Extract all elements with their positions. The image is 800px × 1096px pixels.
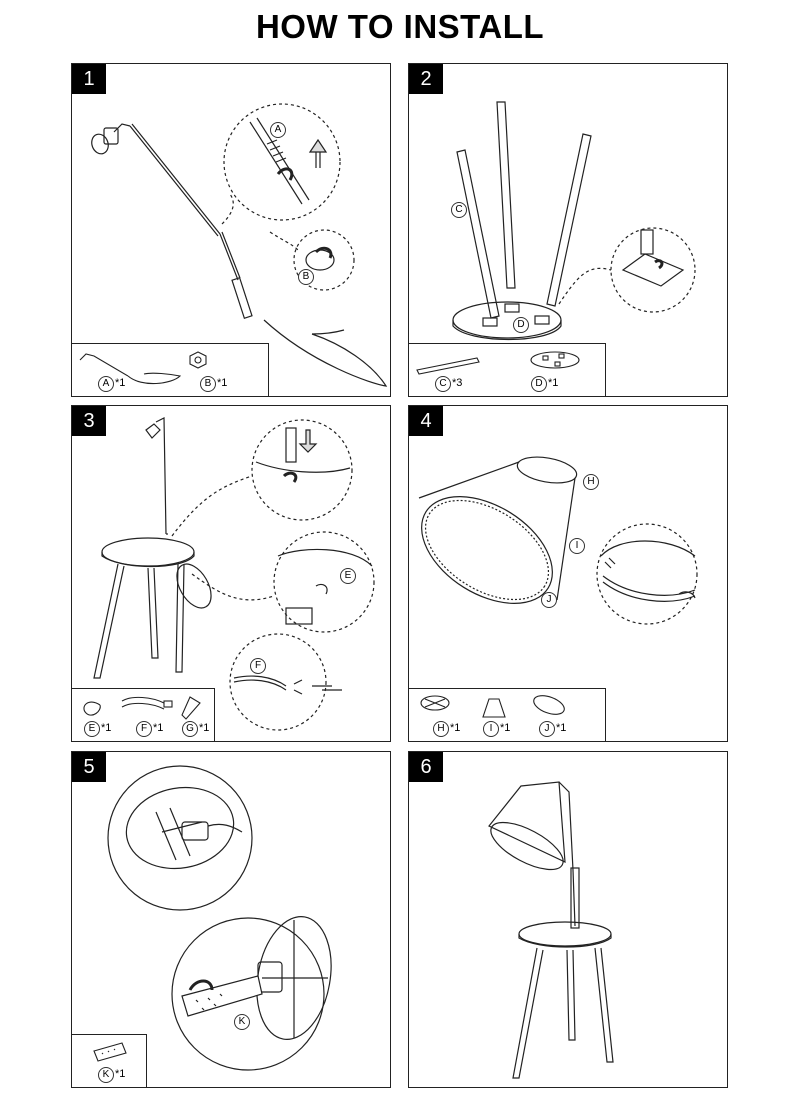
callout-b: B — [298, 269, 314, 285]
callout-d: D — [513, 317, 529, 333]
callout-c: C — [451, 202, 467, 218]
step-6-illustration — [488, 781, 614, 1079]
step-1-parts-box: A*1 B*1 — [72, 343, 269, 396]
step-3-parts-art — [83, 696, 201, 720]
callout-i: I — [569, 538, 585, 554]
part-i-label: I*1 — [483, 721, 510, 737]
step-number: 1 — [72, 64, 106, 94]
callout-k: K — [234, 1014, 250, 1030]
part-j-label: J*1 — [539, 721, 566, 737]
callout-a: A — [270, 122, 286, 138]
part-h-label: H*1 — [433, 721, 460, 737]
step-4-illustration — [418, 456, 698, 625]
step-3-panel: 3 E F E*1 F*1 G*1 — [71, 405, 391, 742]
step-number: 2 — [409, 64, 443, 94]
part-k-label: K*1 — [98, 1067, 125, 1083]
step-2-parts-box: C*3 D*1 — [409, 343, 606, 396]
step-2-illustration — [452, 101, 696, 341]
step-4-parts-art — [420, 695, 565, 718]
step-2-panel: 2 C D C*3 D*1 — [408, 63, 728, 397]
step-5-illustration — [107, 765, 332, 1071]
step-3-parts-box: E*1 F*1 G*1 — [72, 688, 215, 741]
step-1-parts-art — [79, 351, 207, 385]
step-number: 5 — [72, 752, 106, 782]
callout-j: J — [541, 592, 557, 608]
step-6-panel: 6 — [408, 751, 728, 1088]
step-2-parts-art — [416, 351, 580, 375]
step-number: 4 — [409, 406, 443, 436]
step-4-panel: 4 H I J H*1 I*1 J*1 — [408, 405, 728, 742]
step-number: 3 — [72, 406, 106, 436]
page-title: HOW TO INSTALL — [255, 8, 545, 45]
step-5-parts-art — [93, 1042, 127, 1062]
part-f-label: F*1 — [136, 721, 163, 737]
part-b-label: B*1 — [200, 376, 227, 392]
step-5-panel: 5 K K*1 — [71, 751, 391, 1088]
step-number: 6 — [409, 752, 443, 782]
callout-e: E — [340, 568, 356, 584]
part-d-label: D*1 — [531, 376, 558, 392]
step-1-illustration — [91, 103, 388, 387]
step-5-parts-box: K*1 — [72, 1034, 147, 1087]
callout-h: H — [583, 474, 599, 490]
step-4-parts-box: H*1 I*1 J*1 — [409, 688, 606, 741]
step-1-panel: 1 A B A*1 B*1 — [71, 63, 391, 397]
part-a-label: A*1 — [98, 376, 125, 392]
callout-f: F — [250, 658, 266, 674]
part-e-label: E*1 — [84, 721, 111, 737]
part-g-label: G*1 — [182, 721, 209, 737]
part-c-label: C*3 — [435, 376, 462, 392]
step-3-illustration — [93, 417, 375, 731]
